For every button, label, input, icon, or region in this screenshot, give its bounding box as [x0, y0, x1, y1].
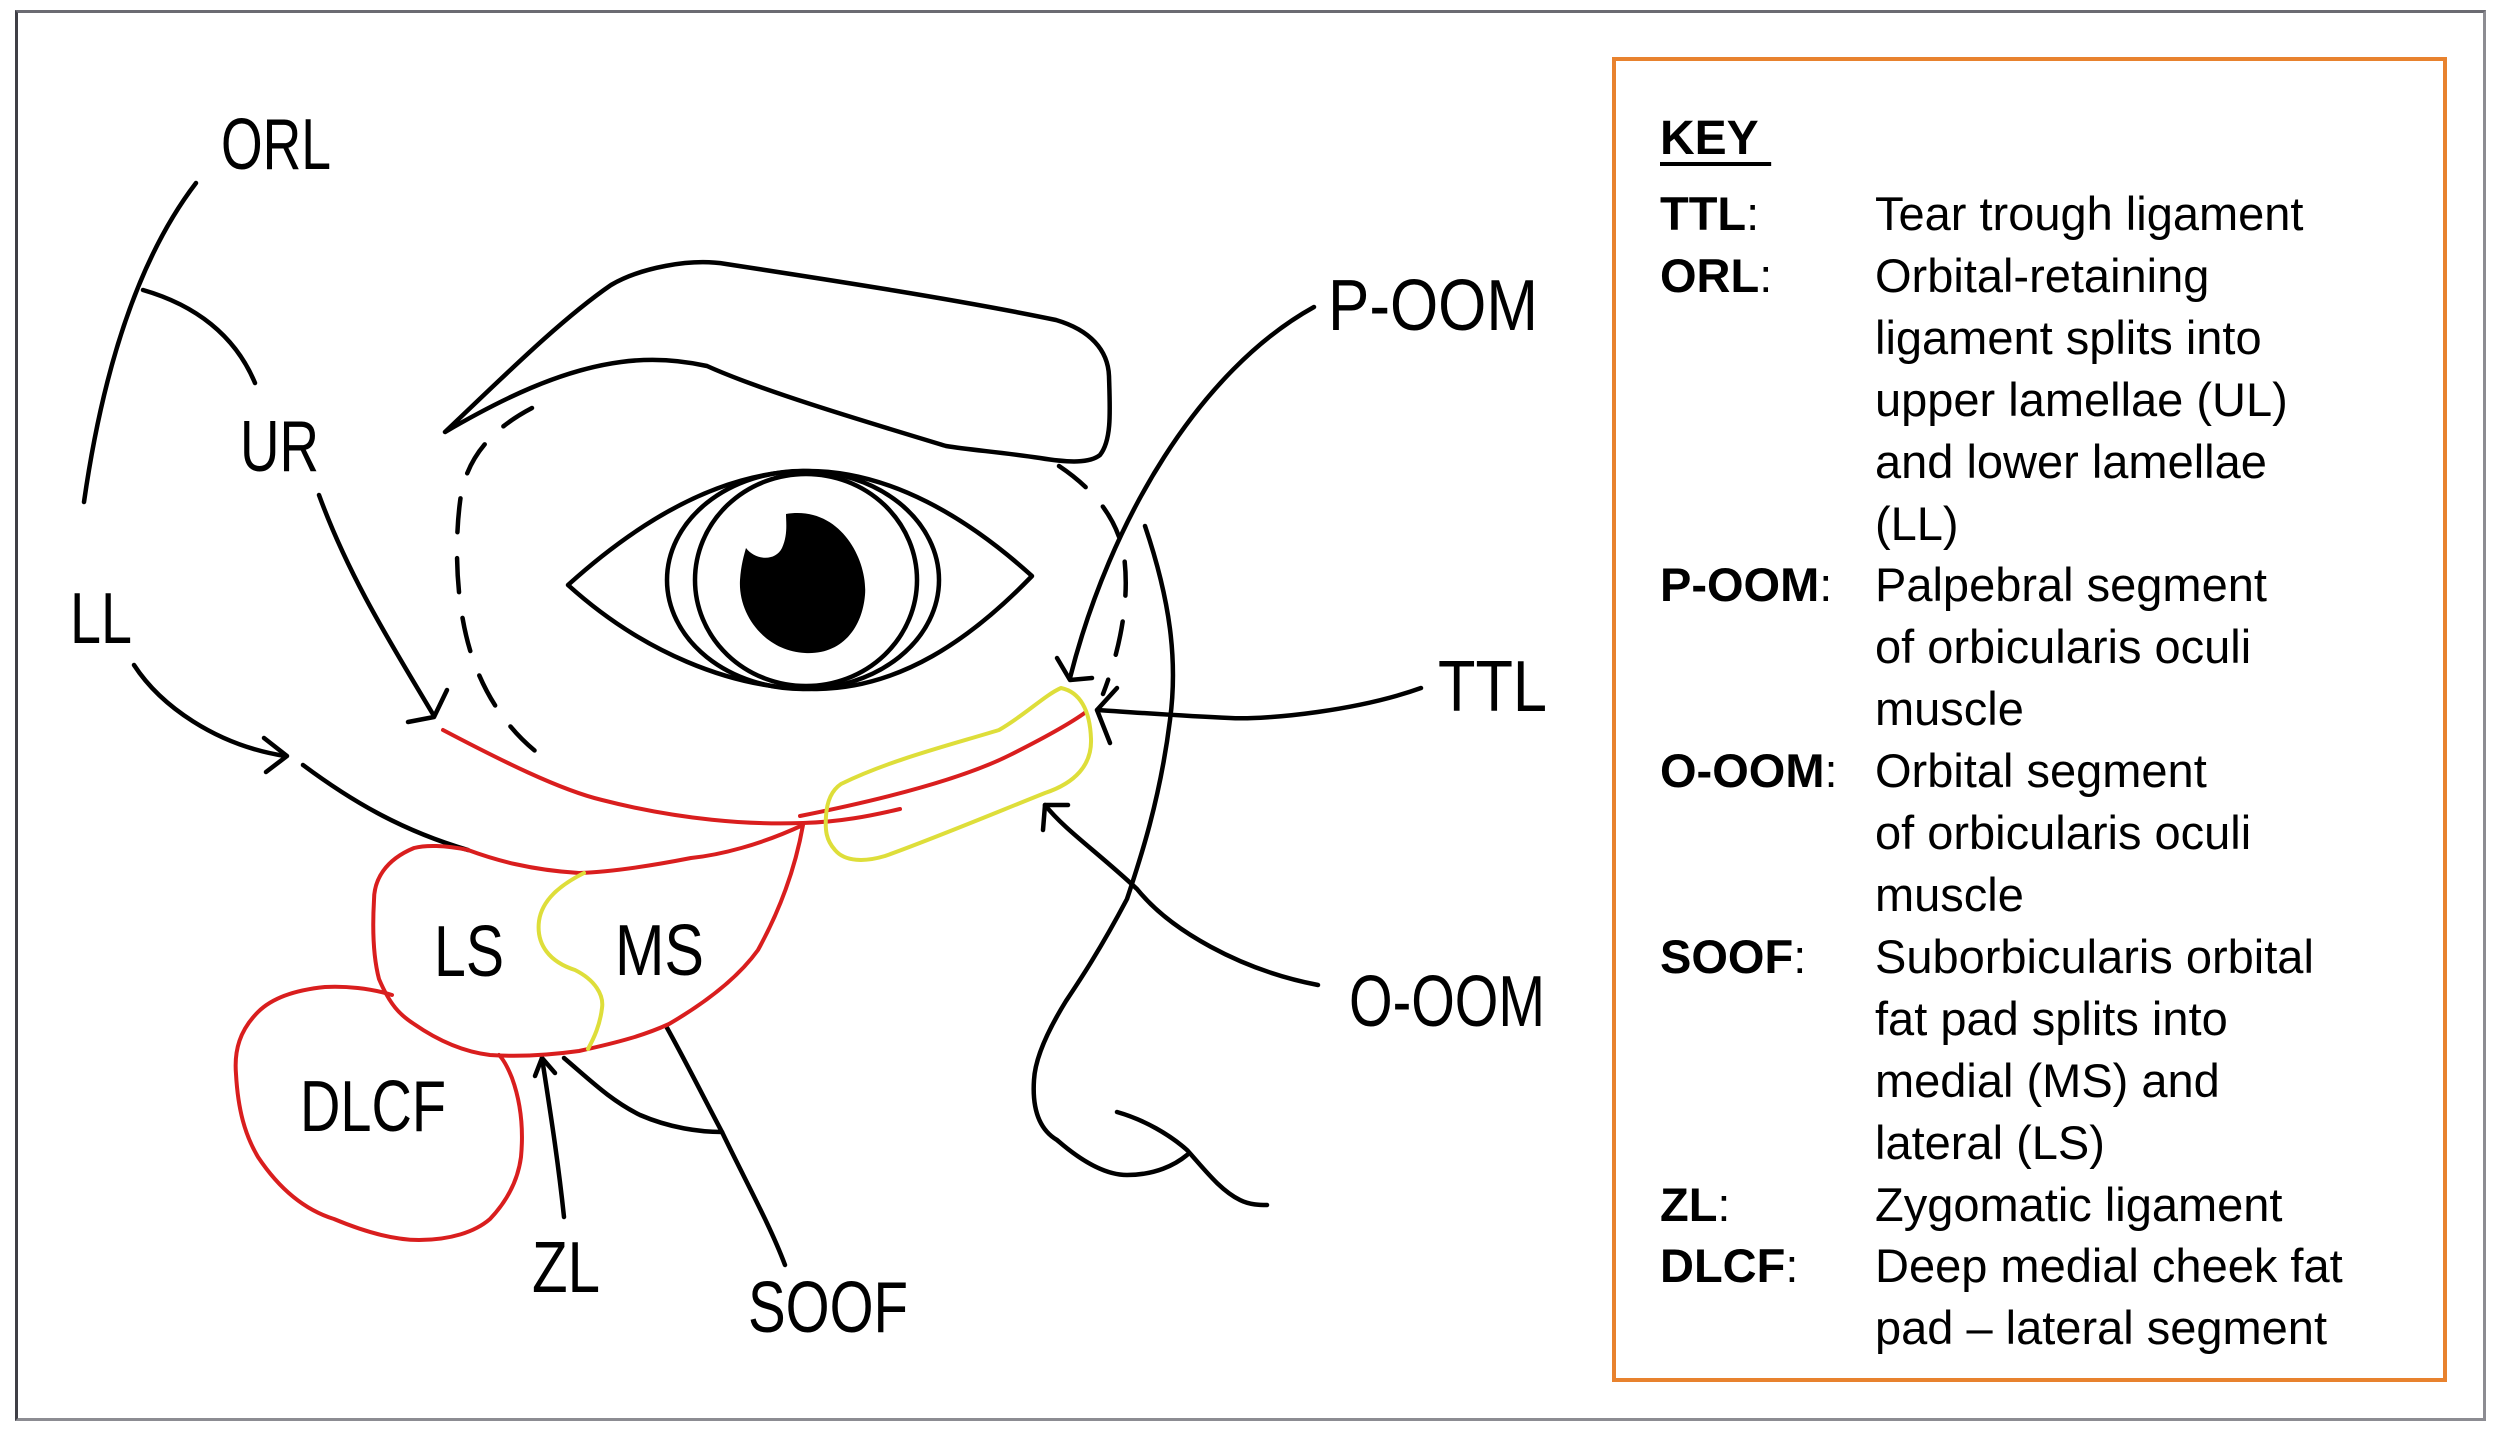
key-list: TTL: Tear trough ligament ORL: Orbital-r… [1660, 183, 2415, 1359]
key-abbr: TTL [1660, 187, 1747, 240]
pupil [739, 513, 866, 654]
soof-leader-line [663, 1023, 788, 1268]
orbital-rim-dashed-left [454, 405, 555, 766]
ll-arrow-line [131, 662, 288, 759]
label-o-oom: O-OOM [1349, 962, 1545, 1042]
label-ur: UR [240, 407, 319, 487]
label-orl: ORL [221, 105, 331, 185]
eye-outline [565, 468, 1035, 692]
key-sep: : [1746, 187, 1760, 240]
label-ll: LL [70, 579, 132, 659]
key-entry-ttl: TTL: Tear trough ligament [1660, 183, 2415, 245]
key-sep: : [1824, 744, 1838, 798]
key-title: KEY [1660, 112, 1772, 165]
ll-arrowhead-icon [261, 735, 290, 775]
nostril-line [1114, 1109, 1270, 1208]
figure-frame [15, 10, 2486, 1421]
key-description: Suborbicularis orbital fat pad splits in… [1875, 929, 2314, 1169]
key-abbr: P-OOM [1660, 558, 1820, 612]
key-entry-dlcf: DLCF: Deep medial cheek fat pad – latera… [1660, 1235, 2415, 1359]
label-soof: SOOF [748, 1268, 908, 1348]
key-description: Deep medial cheek fat pad – lateral segm… [1875, 1239, 2343, 1355]
label-zl: ZL [532, 1228, 600, 1308]
iris-inner-ring [692, 471, 920, 689]
key-description: Palpebral segment of orbicularis oculi m… [1875, 558, 2267, 736]
label-ms: MS [615, 911, 704, 991]
ttl-arrowhead-icon [1094, 685, 1120, 746]
o-oom-arrowhead-icon [1040, 802, 1071, 833]
dlcf-outline [233, 984, 524, 1242]
ttl-red-line [798, 710, 1088, 818]
zl-arrow-line [539, 1055, 567, 1220]
key-sep: : [1759, 248, 1773, 302]
soof-outline [371, 823, 805, 1058]
eyebrow-outline [442, 260, 1113, 464]
soof-medial-lateral-divider [536, 871, 605, 1051]
p-oom-arrowhead-icon [1054, 655, 1095, 683]
key-entry-p-oom: P-OOM: Palpebral segment of orbicularis … [1660, 554, 2415, 740]
key-entry-zl: ZL: Zygomatic ligament [1660, 1174, 2415, 1236]
key-abbr: ZL [1660, 1177, 1718, 1231]
ttl-arrow-line [1094, 685, 1424, 721]
key-legend-box: KEY TTL: Tear trough ligament ORL: Orbit… [1612, 57, 2447, 1382]
iris-outer-ring [664, 468, 942, 692]
key-entry-orl: ORL: Orbital-retaining ligament splits i… [1660, 245, 2415, 555]
key-abbr: DLCF [1660, 1239, 1786, 1293]
key-description: Tear trough ligament [1875, 187, 2304, 240]
label-ttl: TTL [1438, 647, 1547, 727]
label-dlcf: DLCF [300, 1067, 446, 1147]
key-description: Zygomatic ligament [1875, 1177, 2283, 1231]
key-abbr: O-OOM [1660, 744, 1825, 798]
ll-continuation-line [300, 762, 471, 853]
orl-leader-line [81, 180, 199, 505]
key-abbr: ORL [1660, 248, 1760, 302]
nose-outline [1031, 523, 1190, 1178]
orl-lower-lamella-red-line [441, 728, 902, 826]
label-p-oom: P-OOM [1328, 266, 1538, 346]
key-sep: : [1717, 1177, 1731, 1231]
key-description: Orbital segment of orbicularis oculi mus… [1875, 744, 2252, 921]
ur-arrow-line [316, 492, 437, 719]
soof-secondary-line [561, 1055, 725, 1135]
key-sep: : [1819, 558, 1833, 612]
orbital-rim-dashed-right [1056, 463, 1128, 697]
key-abbr: SOOF [1660, 929, 1794, 983]
ur-arrowhead-icon [405, 687, 450, 725]
key-sep: : [1785, 1239, 1799, 1293]
p-oom-arrow-line [1067, 304, 1317, 681]
zl-arrowhead-icon [532, 1055, 558, 1079]
key-entry-o-oom: O-OOM: Orbital segment of orbicularis oc… [1660, 740, 2415, 926]
ttl-highlight-outline [823, 686, 1094, 862]
key-sep: : [1793, 929, 1807, 983]
orl-upper-branch-line [140, 287, 258, 386]
label-ls: LS [434, 912, 504, 992]
key-entry-soof: SOOF: Suborbicularis orbital fat pad spl… [1660, 926, 2415, 1174]
o-oom-arrow-line [1042, 802, 1321, 988]
key-description: Orbital-retaining ligament splits into u… [1875, 248, 2288, 550]
